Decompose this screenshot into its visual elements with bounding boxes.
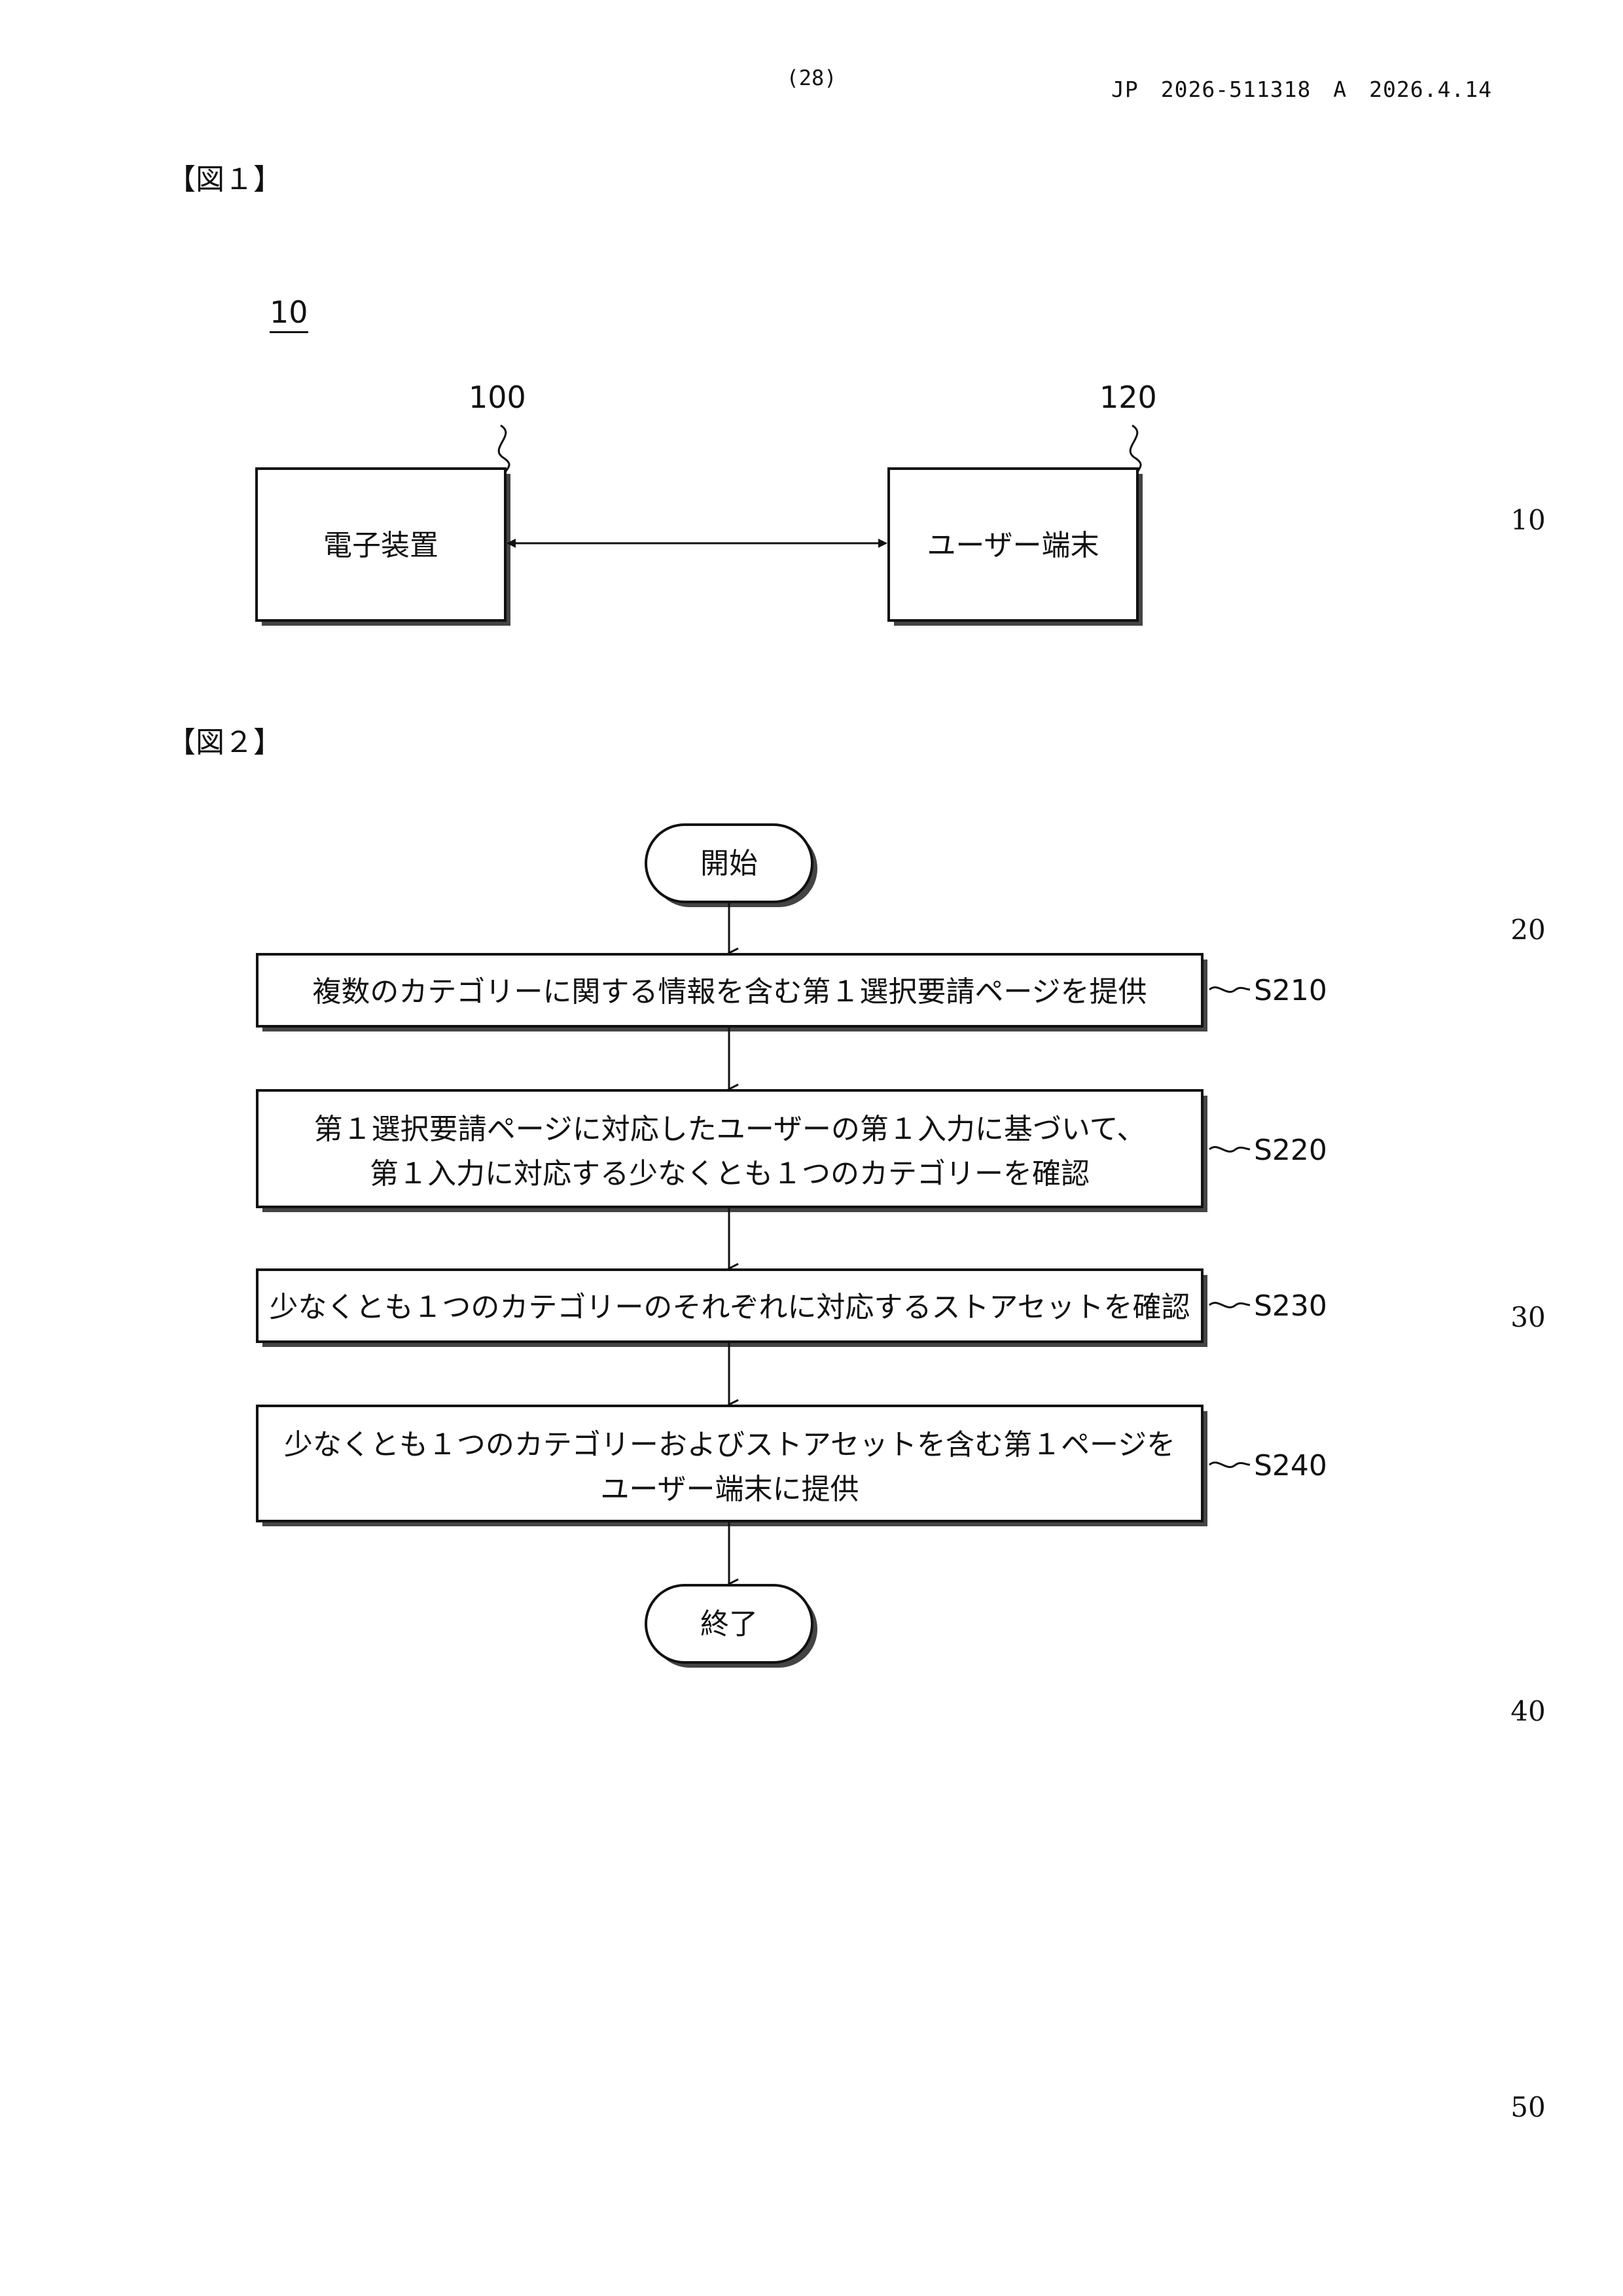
step-text: 複数のカテゴリーに関する情報を含む第１選択要請ページを提供 — [312, 975, 1147, 1009]
step-label-s230: S230 — [1254, 1289, 1327, 1323]
step-text: 第１選択要請ページに対応したユーザーの第１入力に基づいて、 — [314, 1113, 1146, 1146]
step-box-s220: 第１選択要請ページに対応したユーザーの第１入力に基づいて、 第１入力に対応する少… — [257, 1090, 1207, 1212]
electronic-device-label: 電子装置 — [323, 529, 438, 562]
step-text: 第１入力に対応する少なくとも１つのカテゴリーを確認 — [370, 1157, 1090, 1191]
step-label-s210: S210 — [1254, 974, 1327, 1007]
user-terminal-label: ユーザー端末 — [927, 529, 1099, 562]
step-box-s210: 複数のカテゴリーに関する情報を含む第１選択要請ページを提供 — [257, 954, 1207, 1031]
step-label-s220: S220 — [1254, 1134, 1327, 1167]
step-text: 少なくとも１つのカテゴリーおよびストアセットを含む第１ページを — [284, 1428, 1175, 1462]
step-text: ユーザー端末に提供 — [600, 1473, 859, 1506]
step-label-leader — [1209, 1303, 1250, 1308]
user-terminal-box: ユーザー端末 — [889, 469, 1143, 626]
device-leader-line — [499, 425, 509, 473]
start-label: 開始 — [700, 847, 758, 880]
start-terminal: 開始 — [646, 825, 817, 907]
end-label: 終了 — [700, 1607, 758, 1641]
step-label-leader — [1209, 1147, 1250, 1152]
step-text: 少なくとも１つのカテゴリーのそれぞれに対応するストアセットを確認 — [269, 1291, 1190, 1324]
end-terminal: 終了 — [646, 1585, 817, 1668]
electronic-device-box: 電子装置 — [257, 469, 510, 626]
step-label-leader — [1209, 988, 1250, 992]
step-label-s240: S240 — [1254, 1449, 1327, 1482]
step-box-s240: 少なくとも１つのカテゴリーおよびストアセットを含む第１ページを ユーザー端末に提… — [257, 1406, 1207, 1526]
step-box-s230: 少なくとも１つのカテゴリーのそれぞれに対応するストアセットを確認 — [257, 1270, 1207, 1347]
terminal-leader-line — [1130, 425, 1141, 473]
step-label-leader — [1209, 1463, 1250, 1467]
